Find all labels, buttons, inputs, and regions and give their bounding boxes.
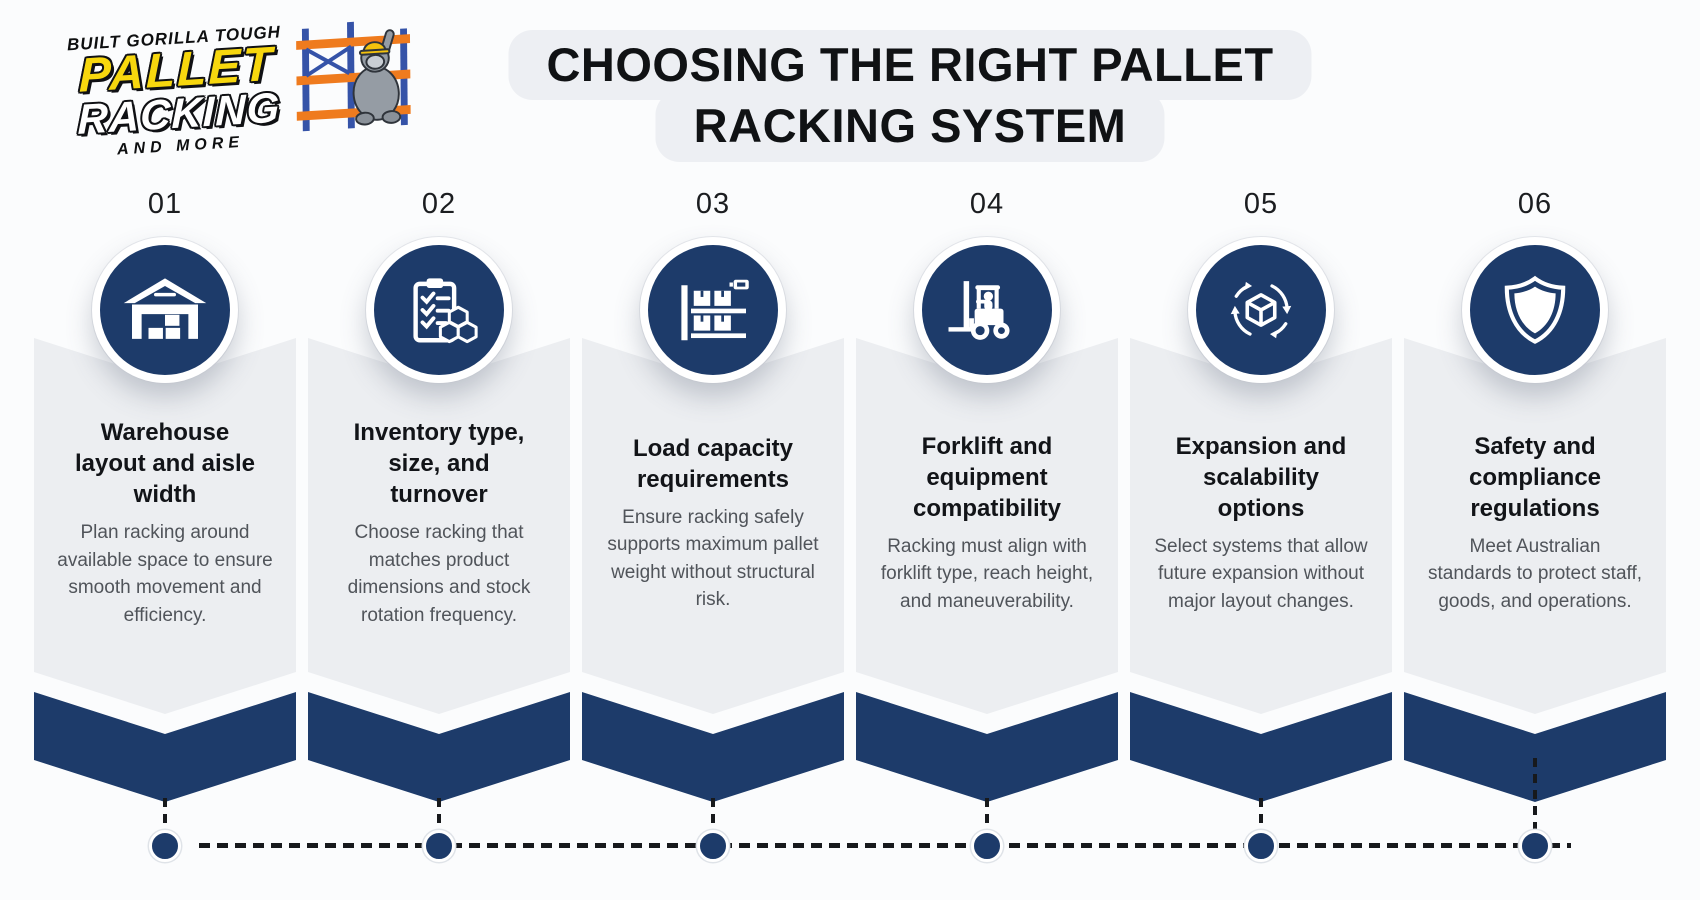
step-column-3: 03 Loa (582, 0, 844, 900)
step-icon-badge (92, 237, 238, 383)
logo: BUILT GORILLA TOUGH PALLET RACKING AND M… (66, 13, 443, 163)
step-description: Select systems that allow future expansi… (1154, 535, 1368, 612)
timeline-dot (1519, 830, 1551, 862)
page-title-line-2: RACKING SYSTEM (655, 91, 1165, 162)
step-card: Load capacity requirements Ensure rackin… (582, 338, 844, 714)
step-number: 02 (421, 188, 457, 220)
timeline-dot (697, 830, 729, 862)
step-description: Meet Australian standards to protect sta… (1427, 535, 1643, 612)
warehouse-icon (123, 278, 207, 339)
vertical-connector (985, 798, 989, 834)
vertical-connector (163, 798, 167, 834)
step-number: 06 (1517, 188, 1553, 220)
vertical-connector (711, 798, 715, 834)
vertical-connector (437, 798, 441, 834)
step-title: Expansion and scalability options (1175, 432, 1347, 522)
forklift-icon (948, 281, 1010, 340)
vertical-connector (1259, 798, 1263, 834)
expansion-icon (1230, 281, 1292, 339)
step-card: Forklift and equipment compatibility Rac… (856, 338, 1118, 714)
timeline-dot (971, 830, 1003, 862)
step-icon-badge (1188, 237, 1334, 383)
timeline-dot (149, 830, 181, 862)
step-column-6: 06 Safety and compliance regulations Mee… (1404, 0, 1666, 900)
step-icon-badge (914, 237, 1060, 383)
step-number: 03 (695, 188, 731, 220)
steps-row: 01 Warehouse layout and aisle width Plan… (34, 0, 1666, 900)
step-title: Safety and compliance regulations (1468, 432, 1602, 522)
pallet-rack-icon (681, 279, 749, 341)
step-title: Load capacity requirements (632, 434, 794, 493)
step-card: Safety and compliance regulations Meet A… (1404, 338, 1666, 714)
shield-icon (1504, 275, 1566, 344)
step-icon-badge (1462, 237, 1608, 383)
step-icon-badge (366, 237, 512, 383)
step-icon-badge (640, 237, 786, 383)
step-column-5: 05 (1130, 0, 1392, 900)
step-card: Expansion and scalability options Select… (1130, 338, 1392, 714)
gorilla-mascot (352, 29, 402, 126)
step-card: Inventory type, size, and turnover Choos… (308, 338, 570, 714)
page-title: CHOOSING THE RIGHT PALLET RACKING SYSTEM (508, 30, 1312, 162)
step-column-4: 04 Forklift and equip (856, 0, 1118, 900)
step-title: Warehouse layout and aisle width (74, 419, 256, 508)
timeline-dot (1245, 830, 1277, 862)
step-description: Choose racking that matches product dime… (347, 522, 531, 626)
page-title-line-1: CHOOSING THE RIGHT PALLET (508, 30, 1312, 101)
vertical-connector (1533, 758, 1537, 834)
step-card: Warehouse layout and aisle width Plan ra… (34, 338, 296, 714)
checklist-icon (413, 278, 478, 344)
step-description: Plan racking around available space to e… (57, 522, 273, 626)
step-description: Ensure racking safely supports maximum p… (607, 506, 819, 610)
step-title: Inventory type, size, and turnover (353, 419, 525, 508)
step-number: 01 (147, 188, 183, 220)
step-column-1: 01 Warehouse layout and aisle width Plan… (34, 0, 296, 900)
timeline-dot (423, 830, 455, 862)
gorilla-rack-logo-graphic (296, 21, 411, 132)
step-number: 04 (969, 188, 1005, 220)
step-number: 05 (1243, 188, 1279, 220)
step-column-2: 02 (308, 0, 570, 900)
step-title: Forklift and equipment compatibility (912, 432, 1062, 522)
timeline (199, 843, 1571, 848)
step-description: Racking must align with forklift type, r… (880, 535, 1094, 612)
